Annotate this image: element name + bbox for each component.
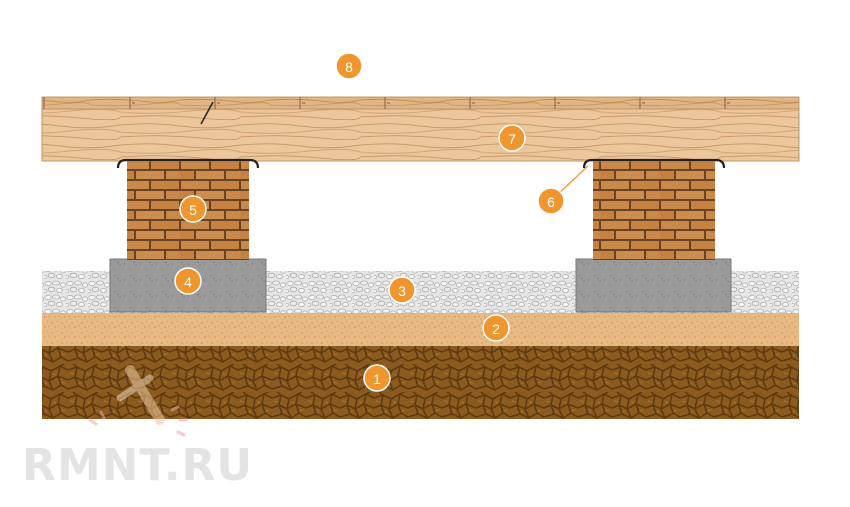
marker-label: 7: [508, 131, 516, 147]
watermark-text: RMNT.RU: [22, 440, 253, 491]
brick-pillar-right: [593, 161, 715, 260]
marker-circle: [335, 52, 363, 80]
marker-circle: [174, 267, 202, 295]
marker-label: 6: [547, 194, 555, 210]
marker-circle: [179, 195, 207, 223]
marker-6-leader: [557, 165, 589, 195]
concrete-footing-right: [575, 258, 732, 313]
marker-gravel-layer: 3: [388, 276, 416, 304]
marker-label: 3: [398, 283, 406, 299]
marker-circle: [388, 276, 416, 304]
markers: 1 2 3 4 5 6 7 8: [174, 52, 565, 392]
watermark: RMNT.RU: [22, 365, 253, 491]
marker-sand-layer: 2: [482, 314, 510, 342]
board-joints: [43, 97, 730, 109]
nail: [200, 101, 214, 125]
floor-boards: [41, 96, 800, 110]
marker-circle: [363, 364, 391, 392]
marker-concrete-footing: 4: [174, 267, 202, 295]
watermark-logo: [88, 365, 188, 437]
sand-layer: [42, 312, 799, 346]
waterproofing-left: [116, 158, 260, 169]
marker-label: 2: [492, 321, 500, 337]
marker-waterproofing: 6: [537, 187, 565, 215]
marker-label: 1: [373, 371, 381, 387]
marker-brick-pillar: 5: [179, 195, 207, 223]
marker-label: 8: [345, 59, 353, 75]
marker-circle: [498, 124, 526, 152]
marker-floor-joist: 7: [498, 124, 526, 152]
marker-label: 5: [189, 202, 197, 218]
floor-joist: [41, 107, 800, 162]
marker-soil: 1: [363, 364, 391, 392]
marker-circle: [537, 187, 565, 215]
marker-floor-boards: 8: [335, 52, 363, 80]
soil-layer: [42, 345, 799, 419]
marker-circle: [482, 314, 510, 342]
waterproofing-right: [582, 158, 726, 169]
marker-label: 4: [184, 274, 192, 290]
